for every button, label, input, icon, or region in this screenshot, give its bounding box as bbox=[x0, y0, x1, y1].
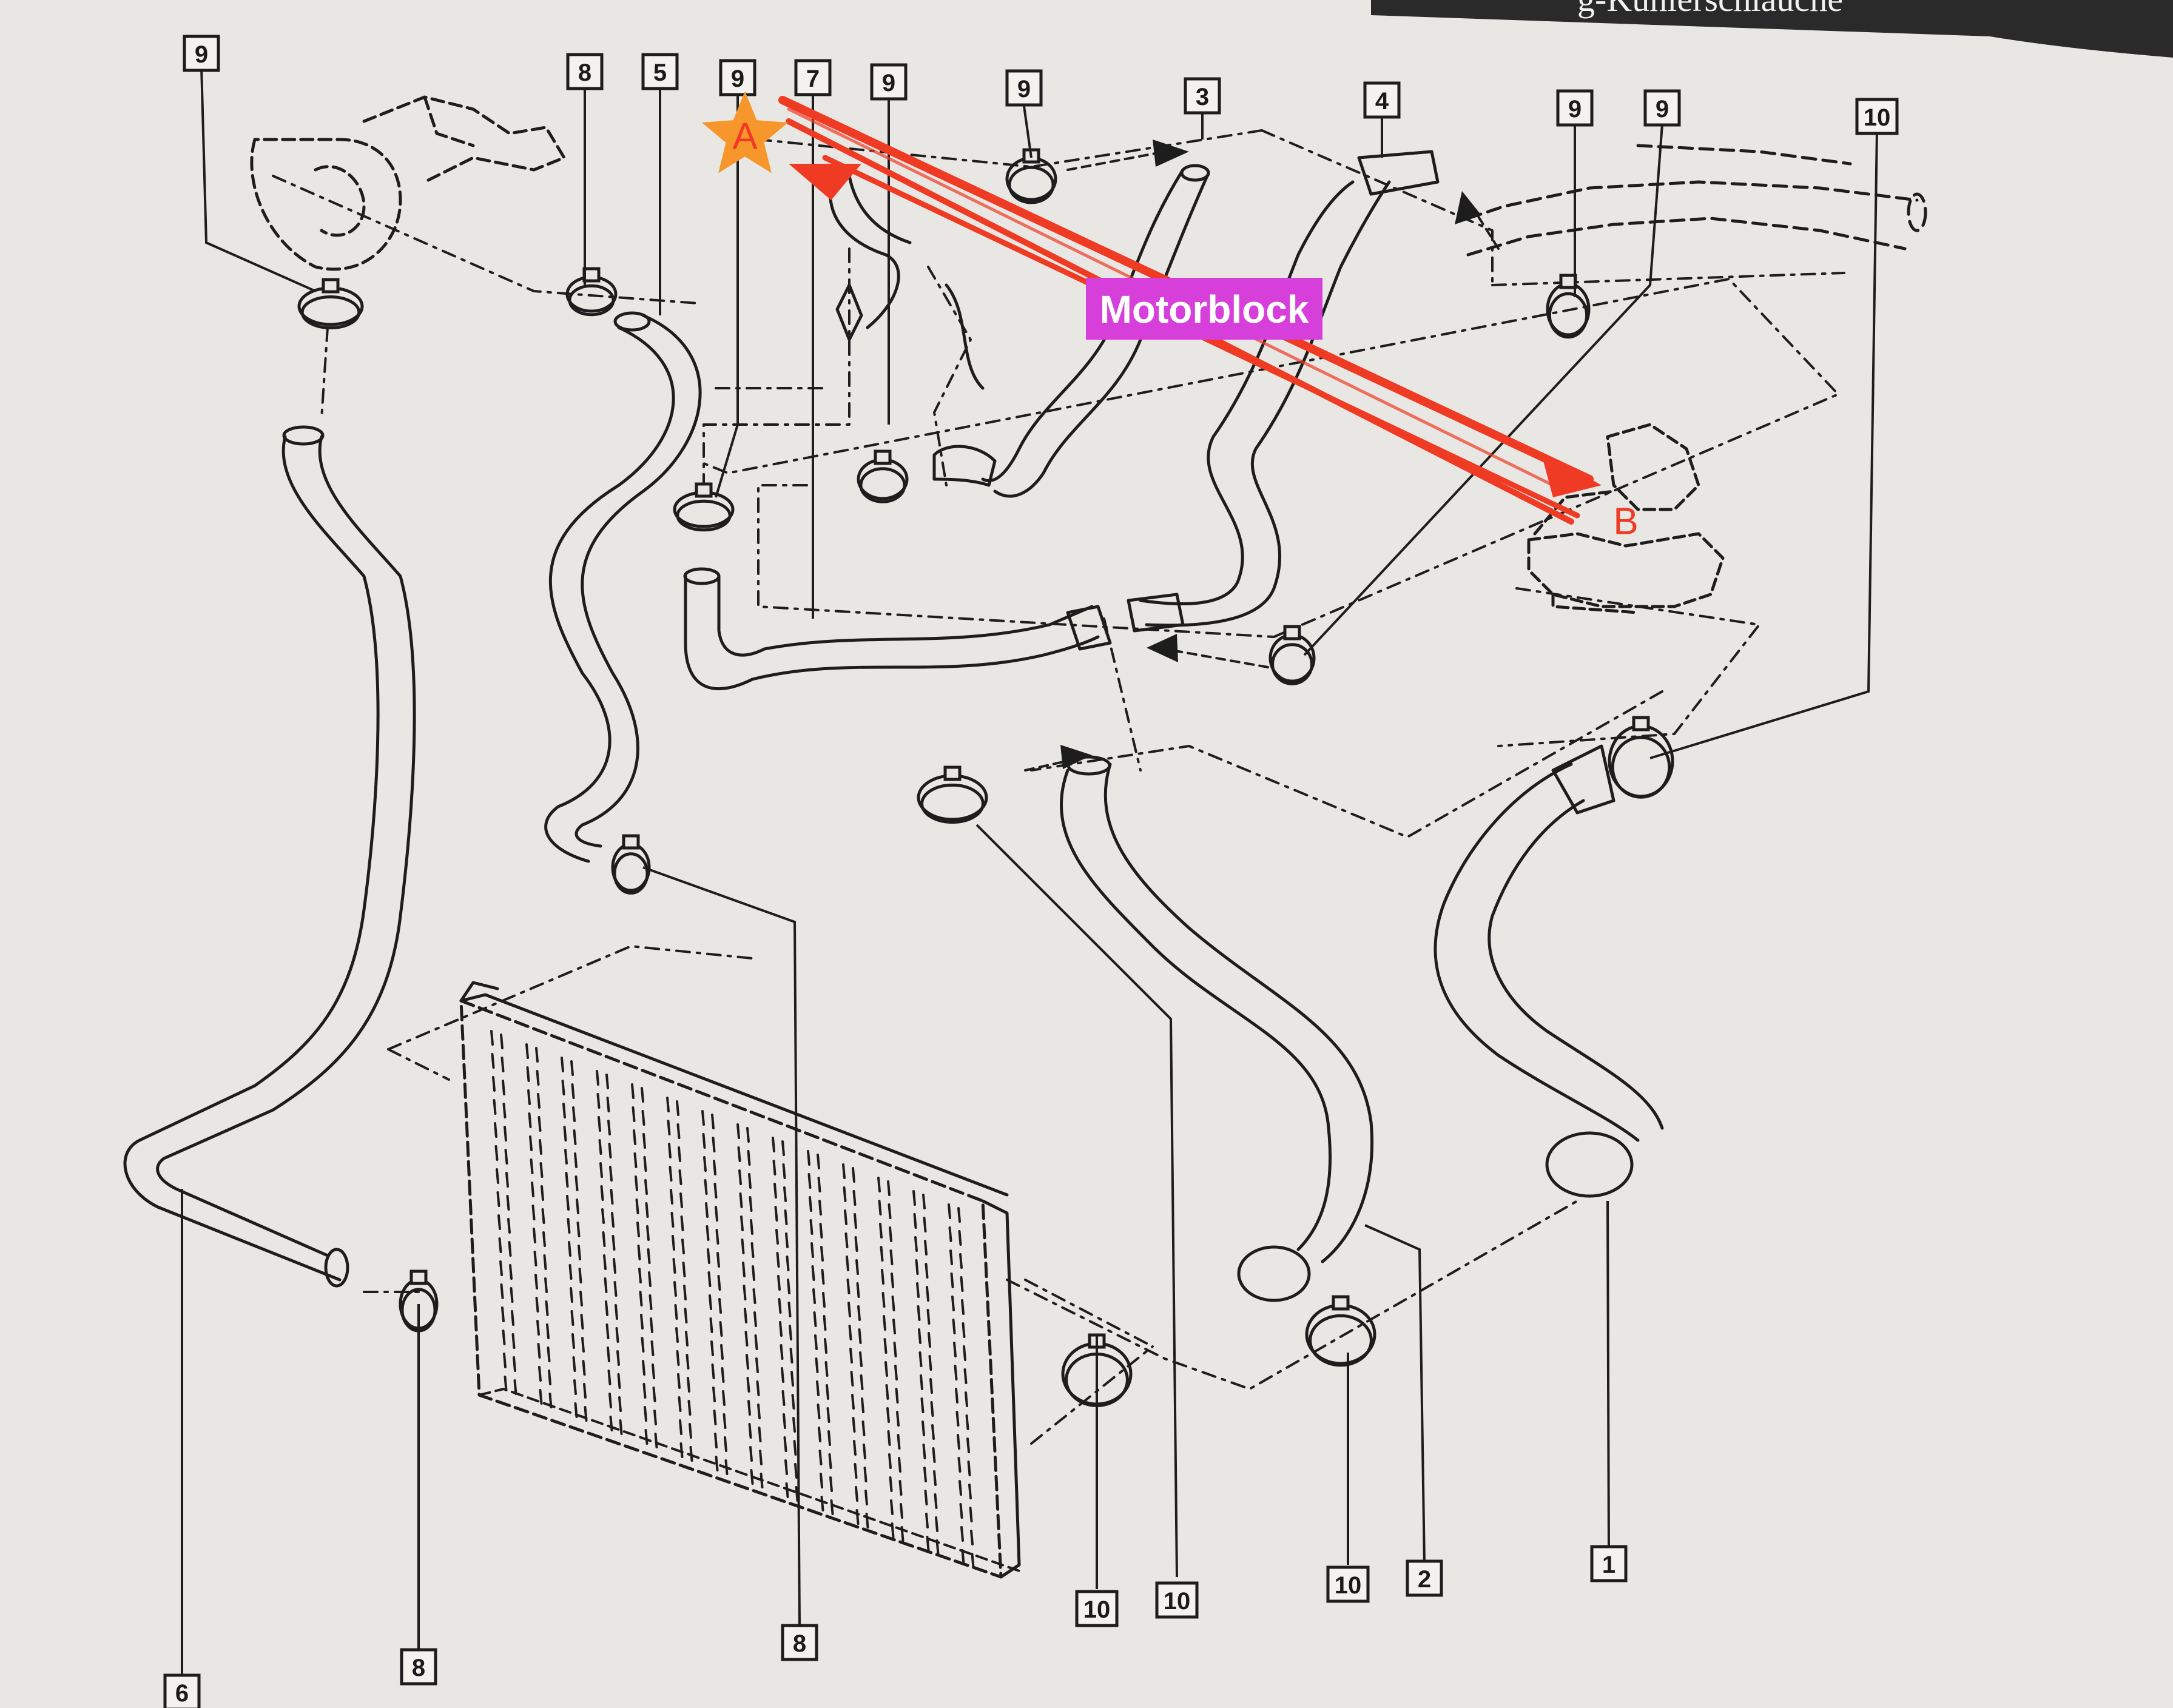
part-label: 9 bbox=[1005, 69, 1043, 107]
part-label-number: 7 bbox=[806, 66, 820, 92]
hose-clamp bbox=[297, 278, 364, 329]
part-label-number: 9 bbox=[731, 66, 744, 92]
assembly-guide-lines bbox=[272, 129, 1845, 1445]
leader-lines bbox=[181, 66, 1878, 1674]
screen-header: g-Kühlerschläuche bbox=[1371, 0, 2173, 58]
hose-diagram bbox=[123, 95, 1927, 1579]
part-number-labels: 9 8 5 9 7 9 9 3 4 9 9 10 6 8 8 10 10 10 2 1 bbox=[163, 35, 1899, 1708]
part-label-number: 6 bbox=[175, 1680, 189, 1707]
hose-clamp bbox=[673, 482, 735, 532]
point-a-label: A bbox=[732, 116, 758, 158]
part-label: 8 bbox=[400, 1648, 437, 1686]
radiator-cores bbox=[490, 1030, 975, 1568]
part-label-number: 2 bbox=[1418, 1566, 1431, 1593]
part-label-number: 5 bbox=[653, 59, 667, 86]
part-label: 6 bbox=[163, 1673, 201, 1708]
part-label-number: 9 bbox=[1656, 96, 1669, 123]
part-label-number: 8 bbox=[793, 1630, 806, 1657]
hose-1 bbox=[1434, 744, 1664, 1198]
part-label-number: 10 bbox=[1083, 1596, 1111, 1623]
hose-clamp bbox=[1005, 148, 1057, 204]
part-label: 5 bbox=[641, 53, 679, 90]
hose-3 bbox=[932, 164, 1210, 498]
part-label-number: 9 bbox=[882, 70, 895, 96]
upper-right-pipe bbox=[1466, 144, 1927, 257]
hose-clamp bbox=[857, 449, 909, 503]
hose-6 bbox=[123, 425, 416, 1288]
part-label-number: 9 bbox=[1017, 76, 1031, 103]
part-label: 9 bbox=[719, 59, 756, 96]
part-label-number: 4 bbox=[1375, 88, 1389, 115]
hose-clamp bbox=[917, 765, 988, 824]
part-label: 9 bbox=[1643, 89, 1681, 127]
star-icon bbox=[701, 91, 789, 173]
hose-clamp bbox=[565, 267, 618, 317]
part-label-number: 9 bbox=[1568, 96, 1582, 123]
part-label: 1 bbox=[1590, 1545, 1628, 1582]
hose-clamp bbox=[1268, 625, 1316, 685]
hose-2 bbox=[1060, 755, 1374, 1302]
part-label: 10 bbox=[1075, 1590, 1119, 1627]
hose-clamp bbox=[611, 834, 651, 895]
motorblock-tag-label: Motorblock bbox=[1100, 287, 1309, 331]
hose-clamp bbox=[1546, 274, 1591, 339]
part-label-number: 8 bbox=[412, 1655, 425, 1681]
part-label: 10 bbox=[1155, 1581, 1199, 1619]
part-label-number: 10 bbox=[1864, 104, 1891, 131]
part-label: 10 bbox=[1855, 98, 1899, 135]
motorblock-annotation: A B Motorblock bbox=[701, 91, 1639, 543]
part-label: 9 bbox=[870, 63, 908, 101]
part-label: 9 bbox=[183, 35, 220, 72]
part-label-number: 8 bbox=[578, 59, 591, 86]
hose-7 bbox=[683, 567, 1112, 691]
arrow-heads bbox=[1060, 140, 1481, 769]
part-label: 9 bbox=[1556, 89, 1594, 127]
part-label-number: 10 bbox=[1335, 1572, 1362, 1599]
thermostat-housing bbox=[250, 95, 566, 271]
part-label: 3 bbox=[1184, 77, 1221, 115]
hose-5 bbox=[544, 311, 702, 863]
part-label: 4 bbox=[1363, 81, 1401, 119]
hose-clamp bbox=[1608, 716, 1674, 799]
part-label-number: 10 bbox=[1164, 1588, 1191, 1615]
part-label-number: 9 bbox=[195, 41, 208, 68]
part-label: 2 bbox=[1406, 1559, 1443, 1597]
hose-clamps bbox=[297, 148, 1674, 1407]
part-label: 8 bbox=[566, 53, 604, 90]
hose-clamp bbox=[399, 1269, 439, 1333]
part-label: 8 bbox=[781, 1624, 818, 1661]
part-label-number: 3 bbox=[1196, 84, 1209, 110]
part-label: 10 bbox=[1326, 1565, 1370, 1603]
hose-4 bbox=[1127, 150, 1440, 633]
motorblock-tag: Motorblock bbox=[1086, 278, 1322, 340]
radiator bbox=[459, 981, 1021, 1579]
part-label: 7 bbox=[794, 59, 832, 96]
header-title: g-Kühlerschläuche bbox=[1577, 0, 1843, 19]
hose-clamp bbox=[1305, 1295, 1376, 1367]
point-b-label: B bbox=[1613, 501, 1638, 543]
part-label-number: 1 bbox=[1602, 1552, 1615, 1578]
water-valve-block bbox=[1527, 423, 1725, 614]
